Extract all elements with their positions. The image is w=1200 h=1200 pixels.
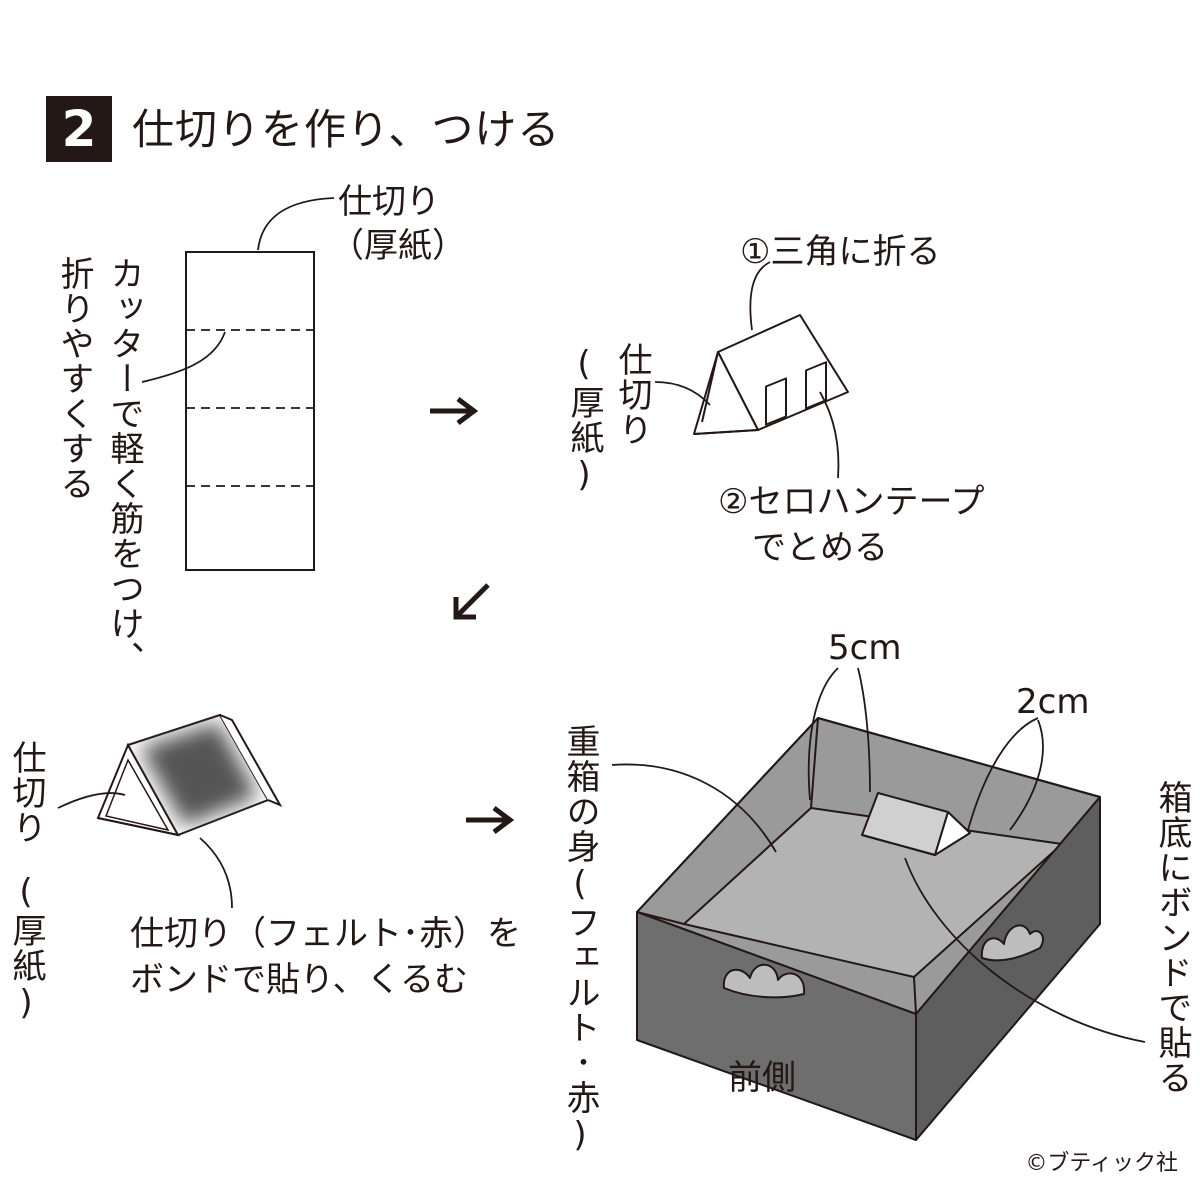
leader-line <box>857 667 871 793</box>
leader-line <box>749 261 771 331</box>
score-note-line2: 折りやすくする <box>54 256 94 501</box>
leader-line <box>199 837 233 909</box>
dimension-5cm: 5cm <box>828 628 902 668</box>
leader-line <box>257 197 335 251</box>
tape-strip <box>805 361 827 410</box>
step-title: 仕切りを作り、つける <box>132 105 561 154</box>
jubako-box <box>636 717 1101 1141</box>
pine-motif <box>722 963 806 999</box>
copyright-notice: ©ブティック社 <box>1025 1151 1178 1176</box>
arrow-right-icon <box>430 397 479 425</box>
front-side-label: 前側 <box>728 1058 796 1098</box>
leader-line <box>807 667 839 801</box>
tape-label-line1: ②セロハンテープ <box>718 482 985 522</box>
partition-label: 仕切り <box>338 182 440 222</box>
leader-line <box>141 331 226 383</box>
leader-line <box>904 857 1146 1043</box>
fold-triangle-label: ①三角に折る <box>740 232 941 272</box>
partition-prism-wrapped <box>96 713 283 837</box>
partition-label: 仕切り <box>612 342 652 447</box>
leader-line <box>967 717 1039 831</box>
tape-strip <box>765 377 787 426</box>
score-note-line1: カッターで軽く筋をつけ、 <box>104 256 144 676</box>
arrow-right-icon <box>466 806 515 834</box>
leader-line <box>57 792 126 809</box>
leader-line <box>611 763 777 853</box>
leader-line <box>654 381 711 406</box>
box-body-label: 重箱の身(フェルト･赤) <box>560 724 600 1156</box>
leader-line <box>1009 719 1044 831</box>
partition-label: 仕切り <box>6 740 46 845</box>
wrap-label-line1: 仕切り（フェルト･赤）を <box>130 914 521 954</box>
tape-label-line2: でとめる <box>752 528 888 568</box>
wrap-label-line2: ボンドで貼り、くるむ <box>130 960 468 1000</box>
dimension-2cm: 2cm <box>1016 682 1090 722</box>
partition-card-flat <box>185 251 315 571</box>
partition-material-label: （厚紙） <box>330 226 466 266</box>
box-right-wall <box>915 796 1101 1141</box>
arrow-down-left-icon <box>453 583 490 620</box>
step-number-badge: 2 <box>46 96 112 162</box>
partition-material-label: (厚紙) <box>564 344 604 496</box>
partition-prism-folded <box>693 314 849 435</box>
pine-motif <box>980 924 1044 962</box>
leader-line <box>819 391 840 479</box>
glue-label: 箱底にボンドで貼る <box>1152 780 1192 1095</box>
partition-material-label: (厚紙) <box>6 872 46 1024</box>
